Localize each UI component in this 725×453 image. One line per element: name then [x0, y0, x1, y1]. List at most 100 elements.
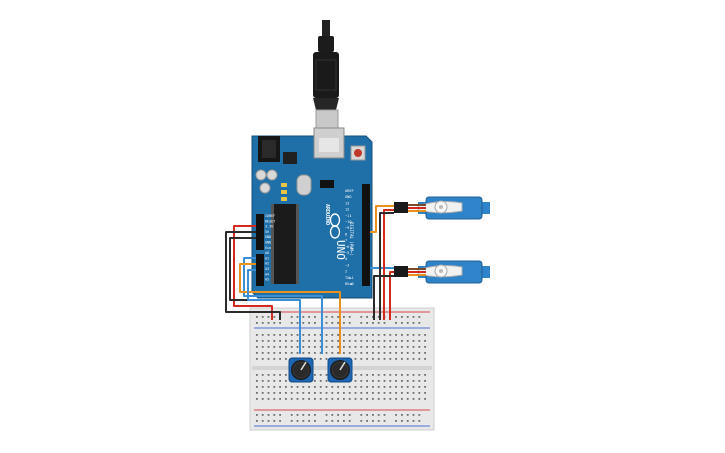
- breadboard-hole: [401, 334, 403, 336]
- breadboard-hole: [296, 334, 299, 336]
- breadboard-hole: [406, 414, 409, 416]
- left-pin-label: GND: [265, 241, 271, 245]
- breadboard-hole: [314, 420, 316, 422]
- breadboard-hole: [331, 346, 334, 348]
- chip-socket-left: [271, 204, 274, 284]
- breadboard-hole: [279, 392, 281, 394]
- breadboard-hole: [377, 374, 380, 376]
- breadboard-hole: [302, 346, 305, 348]
- breadboard-hole: [302, 340, 305, 342]
- breadboard-hole: [343, 340, 345, 342]
- breadboard-hole: [401, 386, 403, 388]
- wire-gnd-black: [225, 231, 281, 320]
- breadboard-hole: [331, 316, 334, 318]
- servo-leads: [408, 204, 426, 276]
- breadboard-hole: [279, 352, 281, 354]
- breadboard-hole: [412, 374, 415, 376]
- breadboard-hole: [406, 352, 409, 354]
- breadboard-hole: [354, 346, 357, 348]
- digital-pin-label: ~10: [345, 220, 352, 224]
- breadboard-hole: [354, 358, 357, 360]
- breadboard-hole: [296, 316, 299, 318]
- board-model: UNO: [334, 240, 347, 260]
- breadboard-hole: [267, 346, 270, 348]
- breadboard-hole: [267, 392, 270, 394]
- breadboard-hole: [267, 322, 270, 324]
- breadboard-hole: [377, 398, 380, 400]
- breadboard-hole: [377, 420, 380, 422]
- breadboard-hole: [308, 322, 310, 324]
- breadboard-hole: [285, 392, 287, 394]
- led-rx: [281, 197, 287, 201]
- breadboard-hole: [256, 380, 258, 382]
- breadboard-hole: [406, 358, 409, 360]
- wire-a1-orange: [239, 263, 341, 354]
- breadboard-hole: [273, 358, 276, 360]
- breadboard-hole: [412, 316, 415, 318]
- breadboard-hole: [418, 414, 421, 416]
- breadboard-hole: [372, 322, 374, 324]
- breadboard-hole: [337, 334, 339, 336]
- breadboard-hole: [372, 340, 374, 342]
- breadboard-hole: [256, 352, 258, 354]
- servo-bottom-connector: [394, 266, 408, 277]
- breadboard-hole: [267, 386, 270, 388]
- breadboard-hole: [354, 340, 357, 342]
- breadboard-hole: [256, 316, 258, 318]
- breadboard-hole: [267, 420, 270, 422]
- left-pin-label: A4: [265, 272, 269, 276]
- breadboard-hole: [273, 392, 276, 394]
- breadboard-hole: [395, 420, 397, 422]
- breadboard-hole: [366, 316, 368, 318]
- analog-header: [256, 254, 264, 286]
- wire-servo-top-black: [379, 212, 394, 320]
- breadboard-hole: [256, 374, 258, 376]
- breadboard-hole: [395, 414, 397, 416]
- breadboard-hole: [372, 352, 374, 354]
- breadboard-hole: [406, 386, 409, 388]
- breadboard-hole: [412, 392, 415, 394]
- breadboard-hole: [372, 414, 374, 416]
- breadboard-hole: [360, 334, 363, 336]
- breadboard-hole: [290, 386, 293, 388]
- breadboard-hole: [319, 380, 322, 382]
- breadboard-hole: [314, 334, 316, 336]
- digital-pin-label: ~9: [345, 226, 349, 230]
- breadboard-hole: [267, 414, 270, 416]
- breadboard-hole: [383, 374, 386, 376]
- breadboard-hole: [343, 334, 345, 336]
- chip-socket-right: [296, 204, 299, 284]
- breadboard-hole: [360, 346, 363, 348]
- breadboard-hole: [256, 346, 258, 348]
- breadboard-hole: [377, 334, 380, 336]
- breadboard-hole: [366, 392, 368, 394]
- breadboard-hole: [372, 374, 374, 376]
- left-pin-label: 3.3V: [265, 225, 273, 229]
- wire-servo-bottom-red: [389, 271, 394, 320]
- breadboard-hole: [319, 386, 322, 388]
- breadboard-hole: [285, 398, 287, 400]
- breadboard-hole: [383, 352, 386, 354]
- usb-cable-strain-relief: [318, 36, 334, 52]
- breadboard-hole: [372, 334, 374, 336]
- breadboard-hole: [296, 386, 299, 388]
- breadboard-hole: [383, 392, 386, 394]
- breadboard-hole: [314, 346, 316, 348]
- breadboard-hole: [401, 352, 403, 354]
- breadboard-hole: [360, 322, 363, 324]
- breadboard-hole: [314, 386, 316, 388]
- breadboard-hole: [331, 414, 334, 416]
- breadboard-hole: [296, 414, 299, 416]
- digital-pin-label: GND: [345, 195, 352, 199]
- usb-cable-plug-body: [313, 52, 339, 98]
- breadboard-hole: [366, 334, 368, 336]
- breadboard-hole: [308, 352, 310, 354]
- breadboard-hole: [314, 380, 316, 382]
- breadboard-hole: [314, 316, 316, 318]
- breadboard-hole: [296, 420, 299, 422]
- crystal-oscillator: [296, 174, 312, 196]
- breadboard-hole: [383, 334, 386, 336]
- breadboard-hole: [331, 386, 334, 388]
- breadboard-hole: [383, 340, 386, 342]
